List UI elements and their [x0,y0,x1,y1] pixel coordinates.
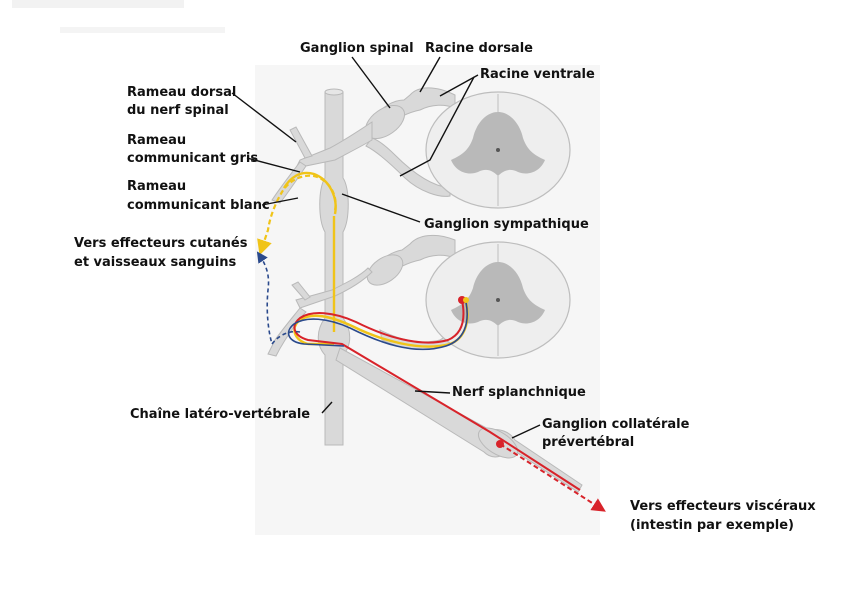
label-effecteurs-cutanes-2: et vaisseaux sanguins [74,255,237,270]
pathway-upper-postganglionic [257,174,337,256]
lower-spinal-nerve [267,234,459,357]
spinal-cord-lower [425,241,571,359]
chain-top-cap [324,88,344,96]
label-effecteurs-visceraux-2: (intestin par exemple) [630,518,794,533]
label-ganglion-sympathique: Ganglion sympathique [424,217,589,232]
red-synapse-collateral [496,440,504,448]
label-rameau-gris-1: Rameau [127,133,186,148]
label-rameau-blanc-1: Rameau [127,179,186,194]
label-chaine-latero: Chaîne latéro-vertébrale [130,407,310,422]
header-smudge [12,0,184,8]
yellow-neuron-soma [463,297,469,303]
label-racine-dorsale: Racine dorsale [425,41,533,56]
label-rameau-dorsal-1: Rameau dorsal [127,85,236,100]
leader-lines [231,56,541,439]
spinal-ganglion-lower [366,254,404,286]
pathway-blue [287,301,468,351]
pathway-blue-dashed [256,251,301,346]
header-smudge-2 [60,27,225,33]
upper-spinal-nerve [271,87,456,204]
label-effecteurs-cutanes-1: Vers effecteurs cutanés [74,236,248,251]
label-rameau-blanc-2: communicant blanc [127,198,270,213]
label-effecteurs-visceraux-1: Vers effecteurs viscéraux [630,499,816,514]
label-rameau-dorsal-2: du nerf spinal [127,103,229,118]
label-racine-ventrale: Racine ventrale [480,67,595,82]
label-ganglion-collateral-2: prévertébral [542,435,634,450]
label-rameau-gris-2: communicant gris [127,151,258,166]
label-ganglion-collateral-1: Ganglion collatérale [542,417,690,432]
labels: Ganglion spinal Racine dorsale Racine ve… [74,41,816,533]
label-ganglion-spinal: Ganglion spinal [300,41,414,56]
pathway-preganglionic-red [293,299,581,491]
label-nerf-splanchnique: Nerf splanchnique [452,385,586,400]
pathway-upper-solid [282,171,337,215]
pathway-visceral-red-dashed [499,443,606,512]
spinal-cord-upper [425,91,571,209]
